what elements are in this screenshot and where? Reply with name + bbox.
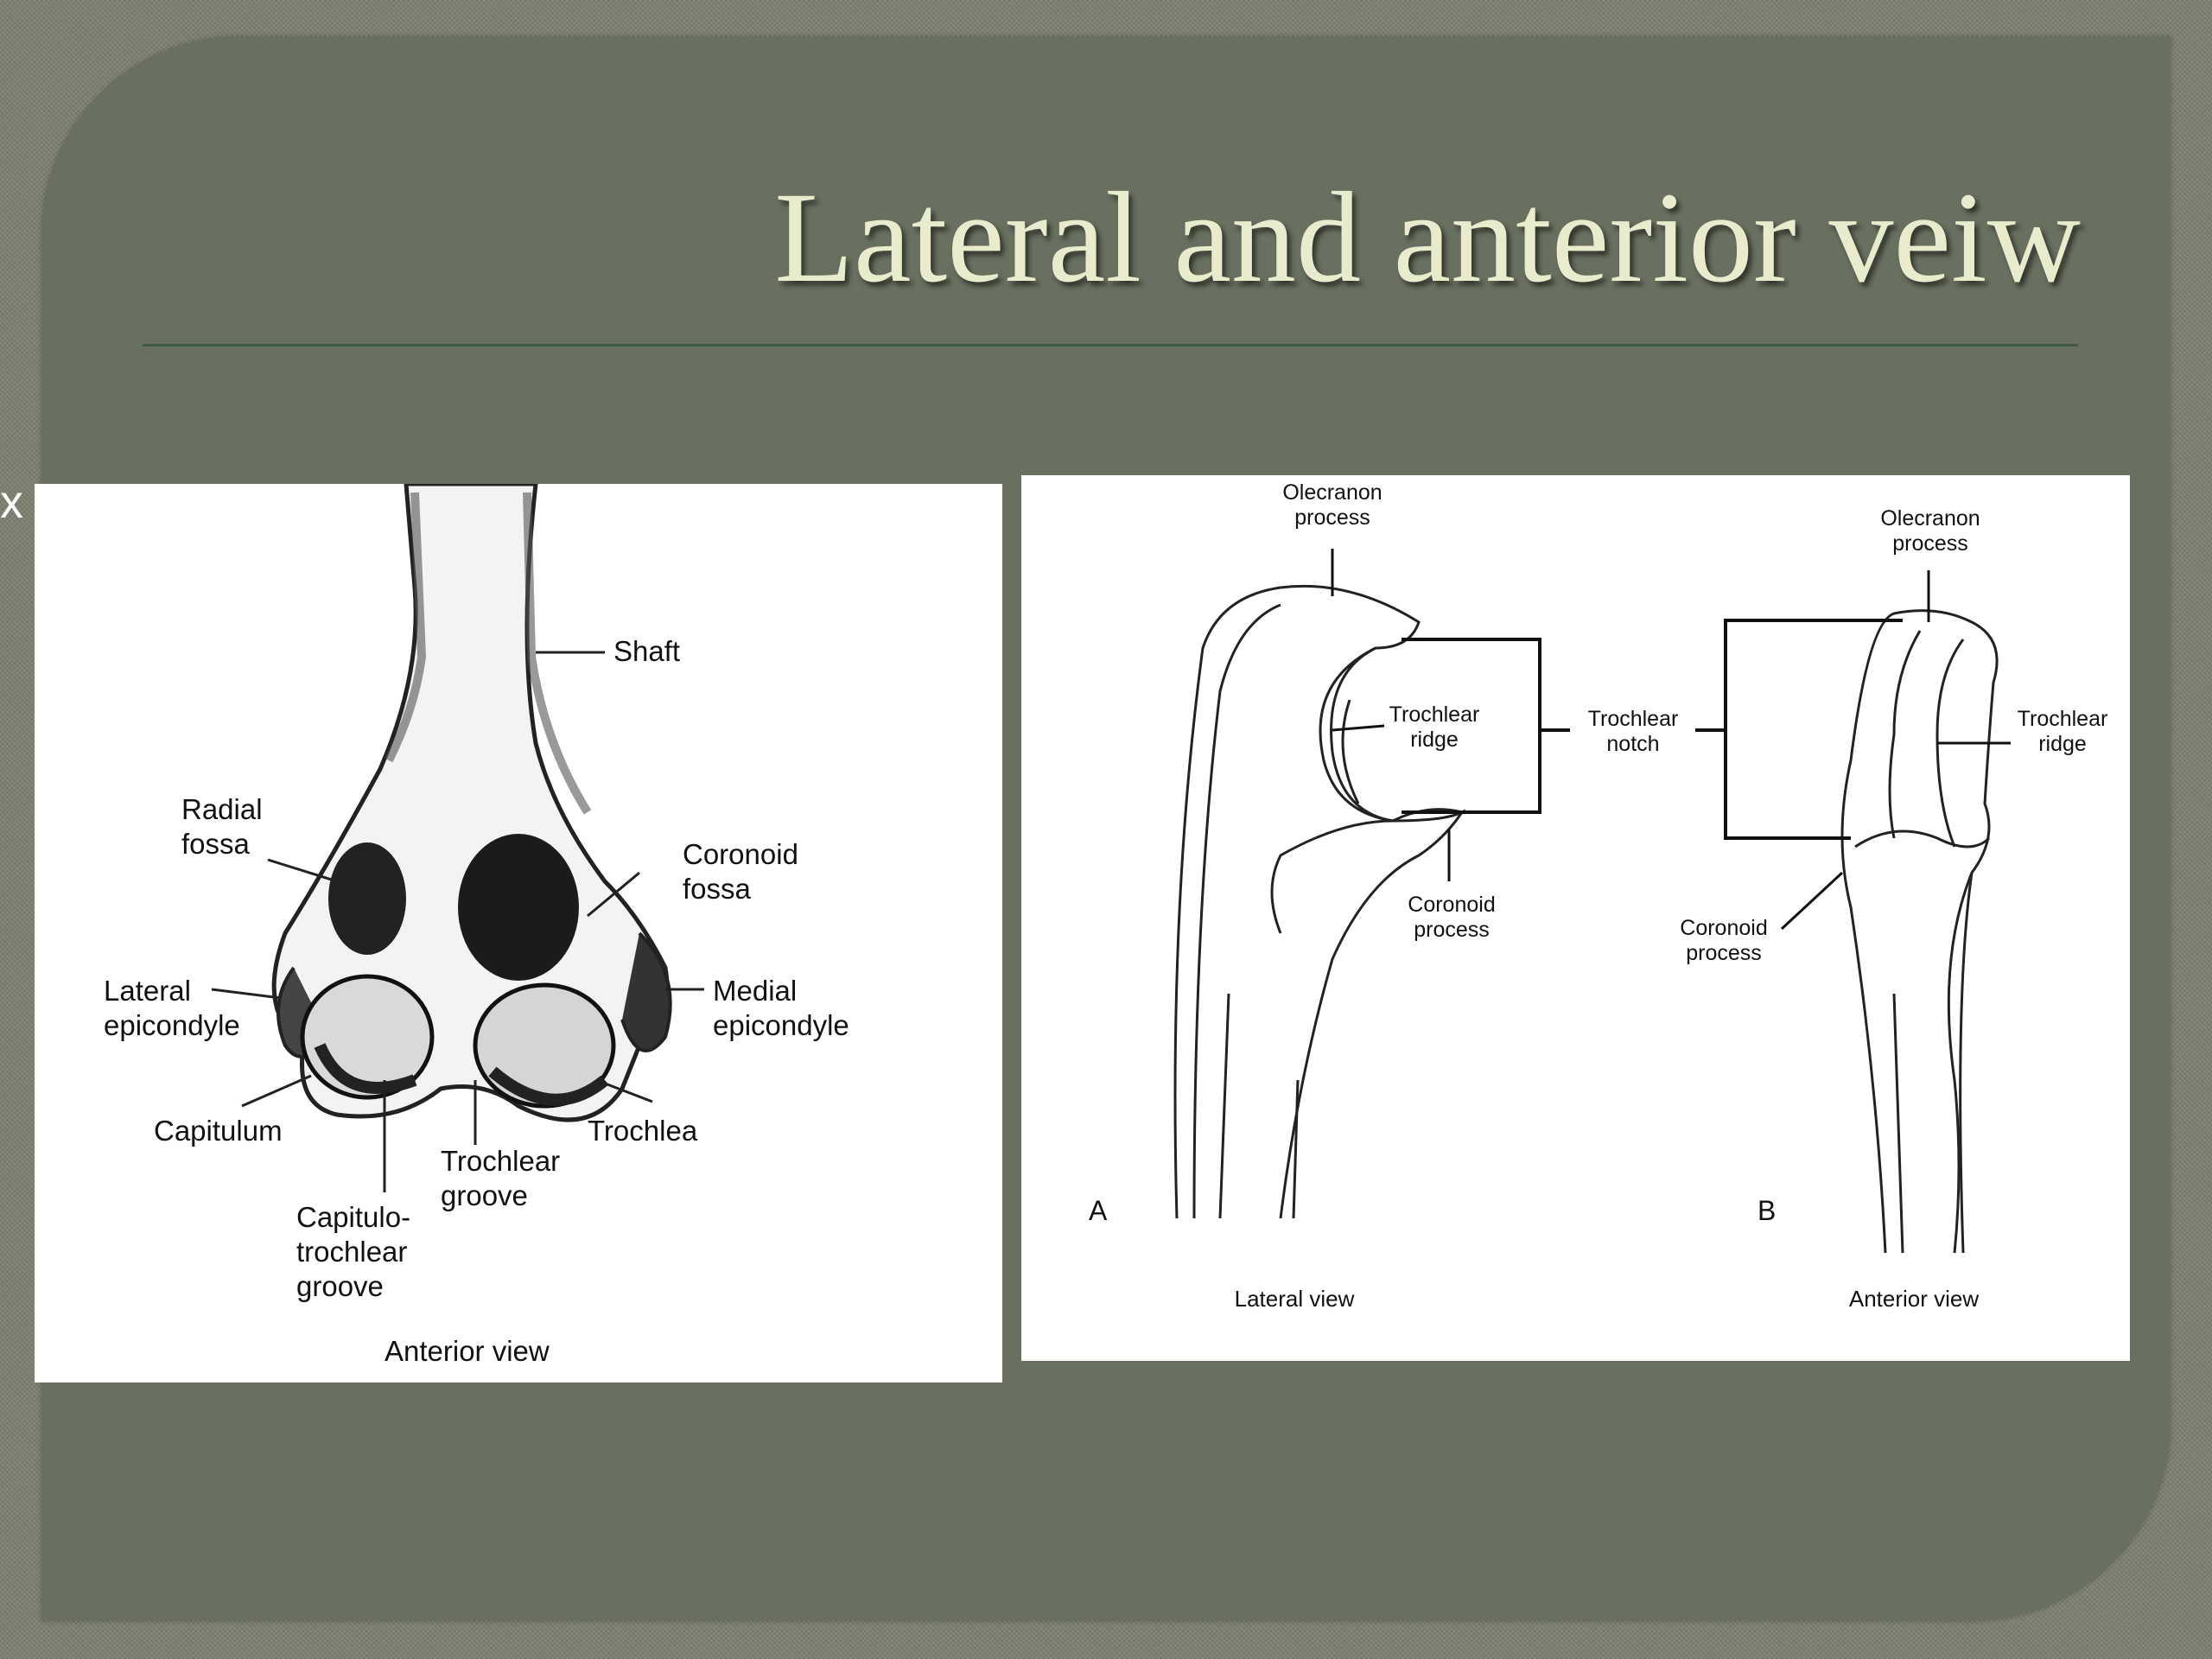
radial-fossa-shade [328,842,406,955]
ulna-b-inner [1890,631,1920,838]
title-divider [143,344,2078,346]
label-a-coronoid-2: process [1414,918,1490,942]
ulna-b-outer [1842,611,1997,1253]
label-a-ridge-1: Trochlear [1389,702,1480,727]
label-b-ridge-2: ridge [2038,732,2087,756]
label-a-olecranon-1: Olecranon [1282,480,1382,505]
leader-lateral-epicondyle [212,989,281,998]
ulna-drawing: Olecranon process Trochlear ridge Corono… [1021,475,2130,1361]
letter-b: B [1758,1195,1776,1226]
caption-anterior-view-right: Anterior view [1849,1286,1979,1312]
ulna-figure: Olecranon process Trochlear ridge Corono… [1021,475,2130,1361]
ulna-b-radius [1961,873,1972,1253]
caption-anterior-view-left: Anterior view [385,1335,550,1367]
label-b-coronoid-1: Coronoid [1680,916,1767,940]
ulna-a-shaft-line-2 [1294,1080,1298,1218]
leader-a-ridge [1332,726,1384,730]
ulna-anterior-view [1842,611,1997,1253]
caption-lateral-view: Lateral view [1235,1286,1355,1312]
slide-title: Lateral and anterior veiw [138,173,2081,302]
label-lateral-epicondyle-1: Lateral [104,975,191,1007]
letter-a: A [1089,1195,1108,1226]
coronoid-fossa-shade [458,834,579,981]
leader-b-coronoid [1782,873,1842,929]
label-b-ridge-1: Trochlear [2018,707,2108,731]
leader-capitulum [242,1076,311,1106]
humerus-figure: Shaft Radial fossa Coronoid fossa Latera… [35,484,1002,1382]
label-b-coronoid-2: process [1686,941,1762,965]
label-lateral-epicondyle-2: epicondyle [104,1009,240,1041]
label-coronoid-fossa-1: Coronoid [683,838,798,870]
label-radial-fossa-1: Radial [181,793,263,825]
ulna-b-shaft-line [1894,994,1903,1253]
label-shaft: Shaft [613,635,680,667]
ulna-a-shaft-line [1220,994,1229,1218]
humerus-drawing: Shaft Radial fossa Coronoid fossa Latera… [35,484,1002,1382]
label-radial-fossa-2: fossa [181,828,251,860]
ulna-b-joint [1855,831,1989,847]
stray-mark: x [0,475,23,529]
label-a-olecranon-2: process [1294,505,1370,530]
label-coronoid-fossa-2: fossa [683,873,752,905]
label-capitulotrochlear-3: groove [296,1270,384,1302]
label-a-ridge-2: ridge [1410,728,1459,752]
bracket-b [1726,620,1903,838]
label-a-coronoid-1: Coronoid [1408,893,1495,917]
label-trochlear-notch-1: Trochlear [1588,707,1679,731]
label-trochlear-groove-1: Trochlear [441,1145,560,1177]
label-b-olecranon-2: process [1892,531,1968,556]
label-trochlea: Trochlea [588,1115,698,1147]
label-capitulotrochlear-1: Capitulo- [296,1201,410,1233]
ulna-a-inner [1194,605,1281,1218]
label-capitulum: Capitulum [154,1115,283,1147]
label-trochlear-notch-2: notch [1606,732,1659,756]
label-medial-epicondyle-2: epicondyle [713,1009,849,1041]
label-capitulotrochlear-2: trochlear [296,1236,407,1268]
label-b-olecranon-1: Olecranon [1880,506,1980,531]
label-trochlear-groove-2: groove [441,1179,528,1211]
label-medial-epicondyle-1: Medial [713,975,797,1007]
